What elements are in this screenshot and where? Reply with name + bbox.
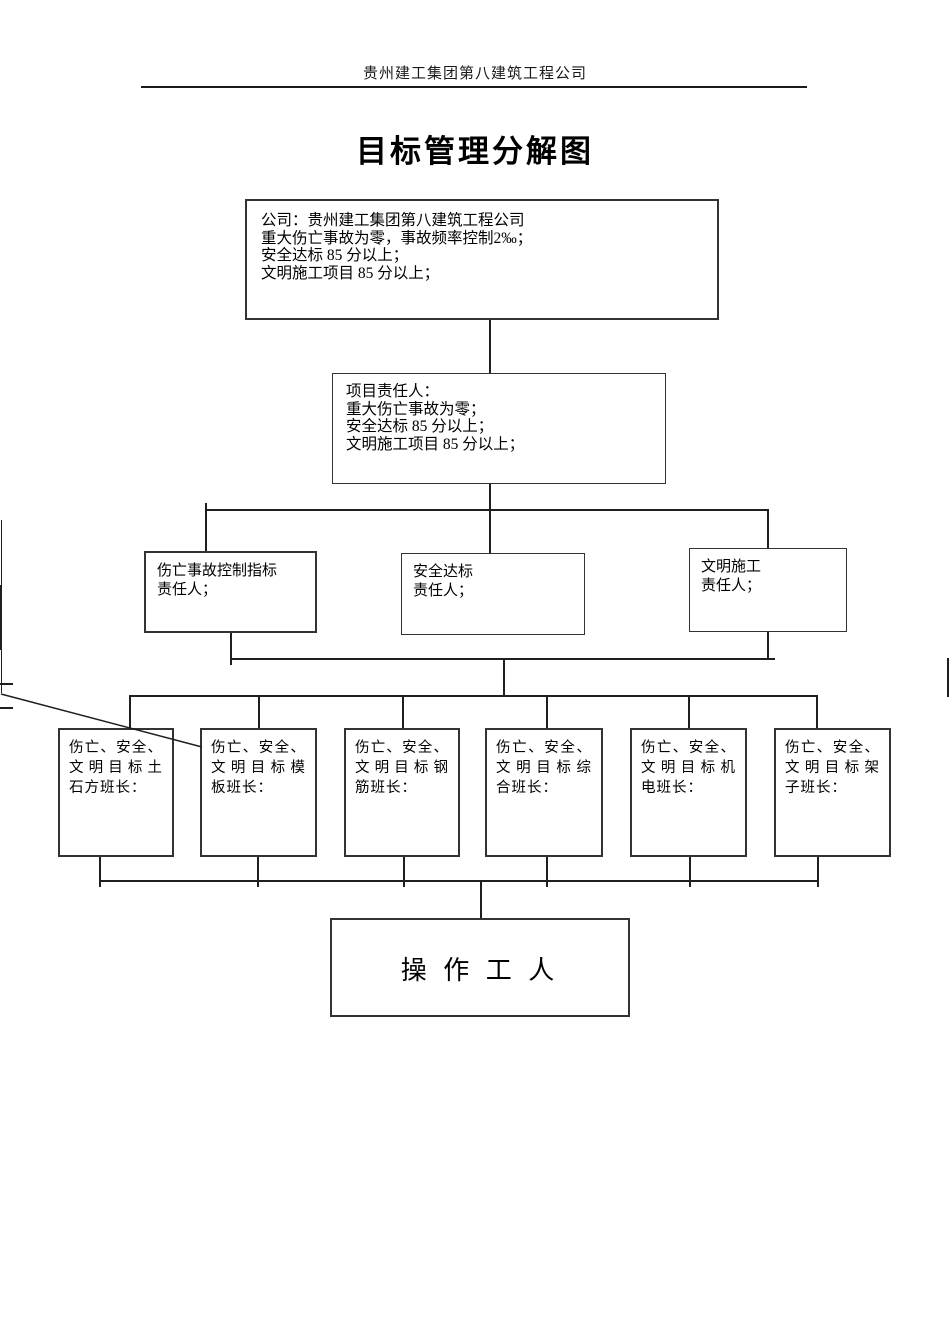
connector-drop-to-workers [480, 880, 482, 918]
box-text-line: 伤亡、安全、 [355, 740, 449, 756]
company-goal-line: 重大伤亡事故为零，事故频率控制2‰； [261, 229, 533, 247]
box-text-line: 伤亡、安全、 [211, 740, 306, 756]
box-text-line: 操 作 工 人 [400, 956, 560, 985]
project-goal-line: 项目责任人： [346, 383, 440, 400]
mechanical-electrical-team-leader-box: 伤亡、安全、 文明目标机 电班长： [630, 728, 747, 857]
connector-stub-civilized [767, 509, 769, 548]
connector-stub-team4 [546, 695, 548, 728]
connector-stub-team3 [402, 695, 404, 728]
left-edge-tick [0, 683, 13, 685]
box-text-line: 伤亡、安全、 [69, 740, 163, 756]
box-text-line: 伤亡、安全、 [496, 740, 592, 756]
box-text-line: 电班长： [641, 780, 703, 796]
box-text-line: 子班长： [785, 780, 847, 796]
diagonal-connector-line [0, 693, 203, 748]
civilized-construction-responsible-box: 文明施工 责任人； [689, 548, 847, 632]
connector-company-to-project [489, 320, 491, 373]
left-edge-tick [0, 707, 13, 709]
box-text-line: 文明目标钢 [355, 760, 449, 776]
connector-team3-down [403, 857, 405, 887]
box-text-line: 文明目标模 [211, 760, 306, 776]
header-rule [141, 86, 807, 88]
project-goal-line: 安全达标 85 分以上； [346, 418, 494, 436]
connector-team5-down [689, 857, 691, 887]
company-goal-line: 安全达标 85 分以上； [261, 247, 409, 265]
connector-team1-down [99, 857, 101, 887]
connector-stub-team6 [816, 695, 818, 728]
box-text-line: 安全达标 [413, 564, 474, 580]
box-text-line: 责任人； [157, 581, 218, 598]
box-text-line: 伤亡、安全、 [641, 740, 736, 756]
connector-stub-team2 [258, 695, 260, 728]
project-goal-line: 重大伤亡事故为零； [346, 400, 486, 418]
operating-workers-box: 操 作 工 人 [330, 918, 630, 1017]
connector-stub-team1 [129, 695, 131, 728]
connector-rowB-horizontal [129, 695, 817, 697]
project-goal-line: 文明施工项目 85 分以上； [346, 435, 525, 453]
box-text-line: 板班长： [211, 780, 273, 796]
connector-rowC-horizontal [99, 880, 818, 882]
connector-a-to-b-drop [503, 658, 505, 695]
box-text-line: 责任人； [701, 577, 762, 594]
box-text-line: 筋班长： [355, 780, 417, 796]
safety-standard-responsible-box: 安全达标 责任人； [401, 553, 585, 635]
connector-team6-down [817, 857, 819, 887]
company-goal-box: 公司：贵州建工集团第八建筑工程公司 重大伤亡事故为零，事故频率控制2‰； 安全达… [245, 199, 719, 320]
right-edge-line [947, 658, 949, 697]
general-team-leader-box: 伤亡、安全、 文明目标综 合班长： [485, 728, 603, 857]
page-header-company-name: 贵州建工集团第八建筑工程公司 [362, 66, 587, 82]
project-goal-box: 项目责任人： 重大伤亡事故为零； 安全达标 85 分以上； 文明施工项目 85 … [332, 373, 666, 484]
rebar-team-leader-box: 伤亡、安全、 文明目标钢 筋班长： [344, 728, 460, 857]
formwork-team-leader-box: 伤亡、安全、 文明目标模 板班长： [200, 728, 317, 857]
connector-row1-horizontal [205, 509, 768, 511]
connector-casualty-down [230, 633, 232, 665]
casualty-control-responsible-box: 伤亡事故控制指标 责任人； [144, 551, 317, 633]
connector-civilized-down [767, 632, 769, 658]
connector-team4-down [546, 857, 548, 887]
earthwork-team-leader-box: 伤亡、安全、 文明目标土 石方班长： [58, 728, 174, 857]
box-text-line: 文明目标综 [496, 760, 592, 776]
box-text-line: 伤亡、安全、 [785, 740, 880, 756]
box-text-line: 合班长： [496, 780, 558, 796]
box-text-line: 文明施工 [701, 559, 762, 575]
box-text-line: 责任人； [413, 582, 474, 599]
connector-team2-down [257, 857, 259, 887]
connector-project-to-row [489, 484, 491, 553]
company-goal-line: 公司：贵州建工集团第八建筑工程公司 [261, 212, 525, 229]
connector-stub-casualty [205, 503, 207, 551]
box-text-line: 石方班长： [69, 780, 147, 796]
scaffolding-team-leader-box: 伤亡、安全、 文明目标架 子班长： [774, 728, 891, 857]
box-text-line: 文明目标机 [641, 760, 736, 776]
box-text-line: 文明目标土 [69, 760, 163, 776]
connector-stub-team5 [688, 695, 690, 728]
box-text-line: 文明目标架 [785, 760, 880, 776]
left-edge-line [0, 585, 2, 650]
company-goal-line: 文明施工项目 85 分以上； [261, 264, 440, 282]
box-text-line: 伤亡事故控制指标 [157, 563, 278, 579]
page-title: 目标管理分解图 [356, 134, 594, 169]
connector-rowA-horizontal [230, 658, 775, 660]
